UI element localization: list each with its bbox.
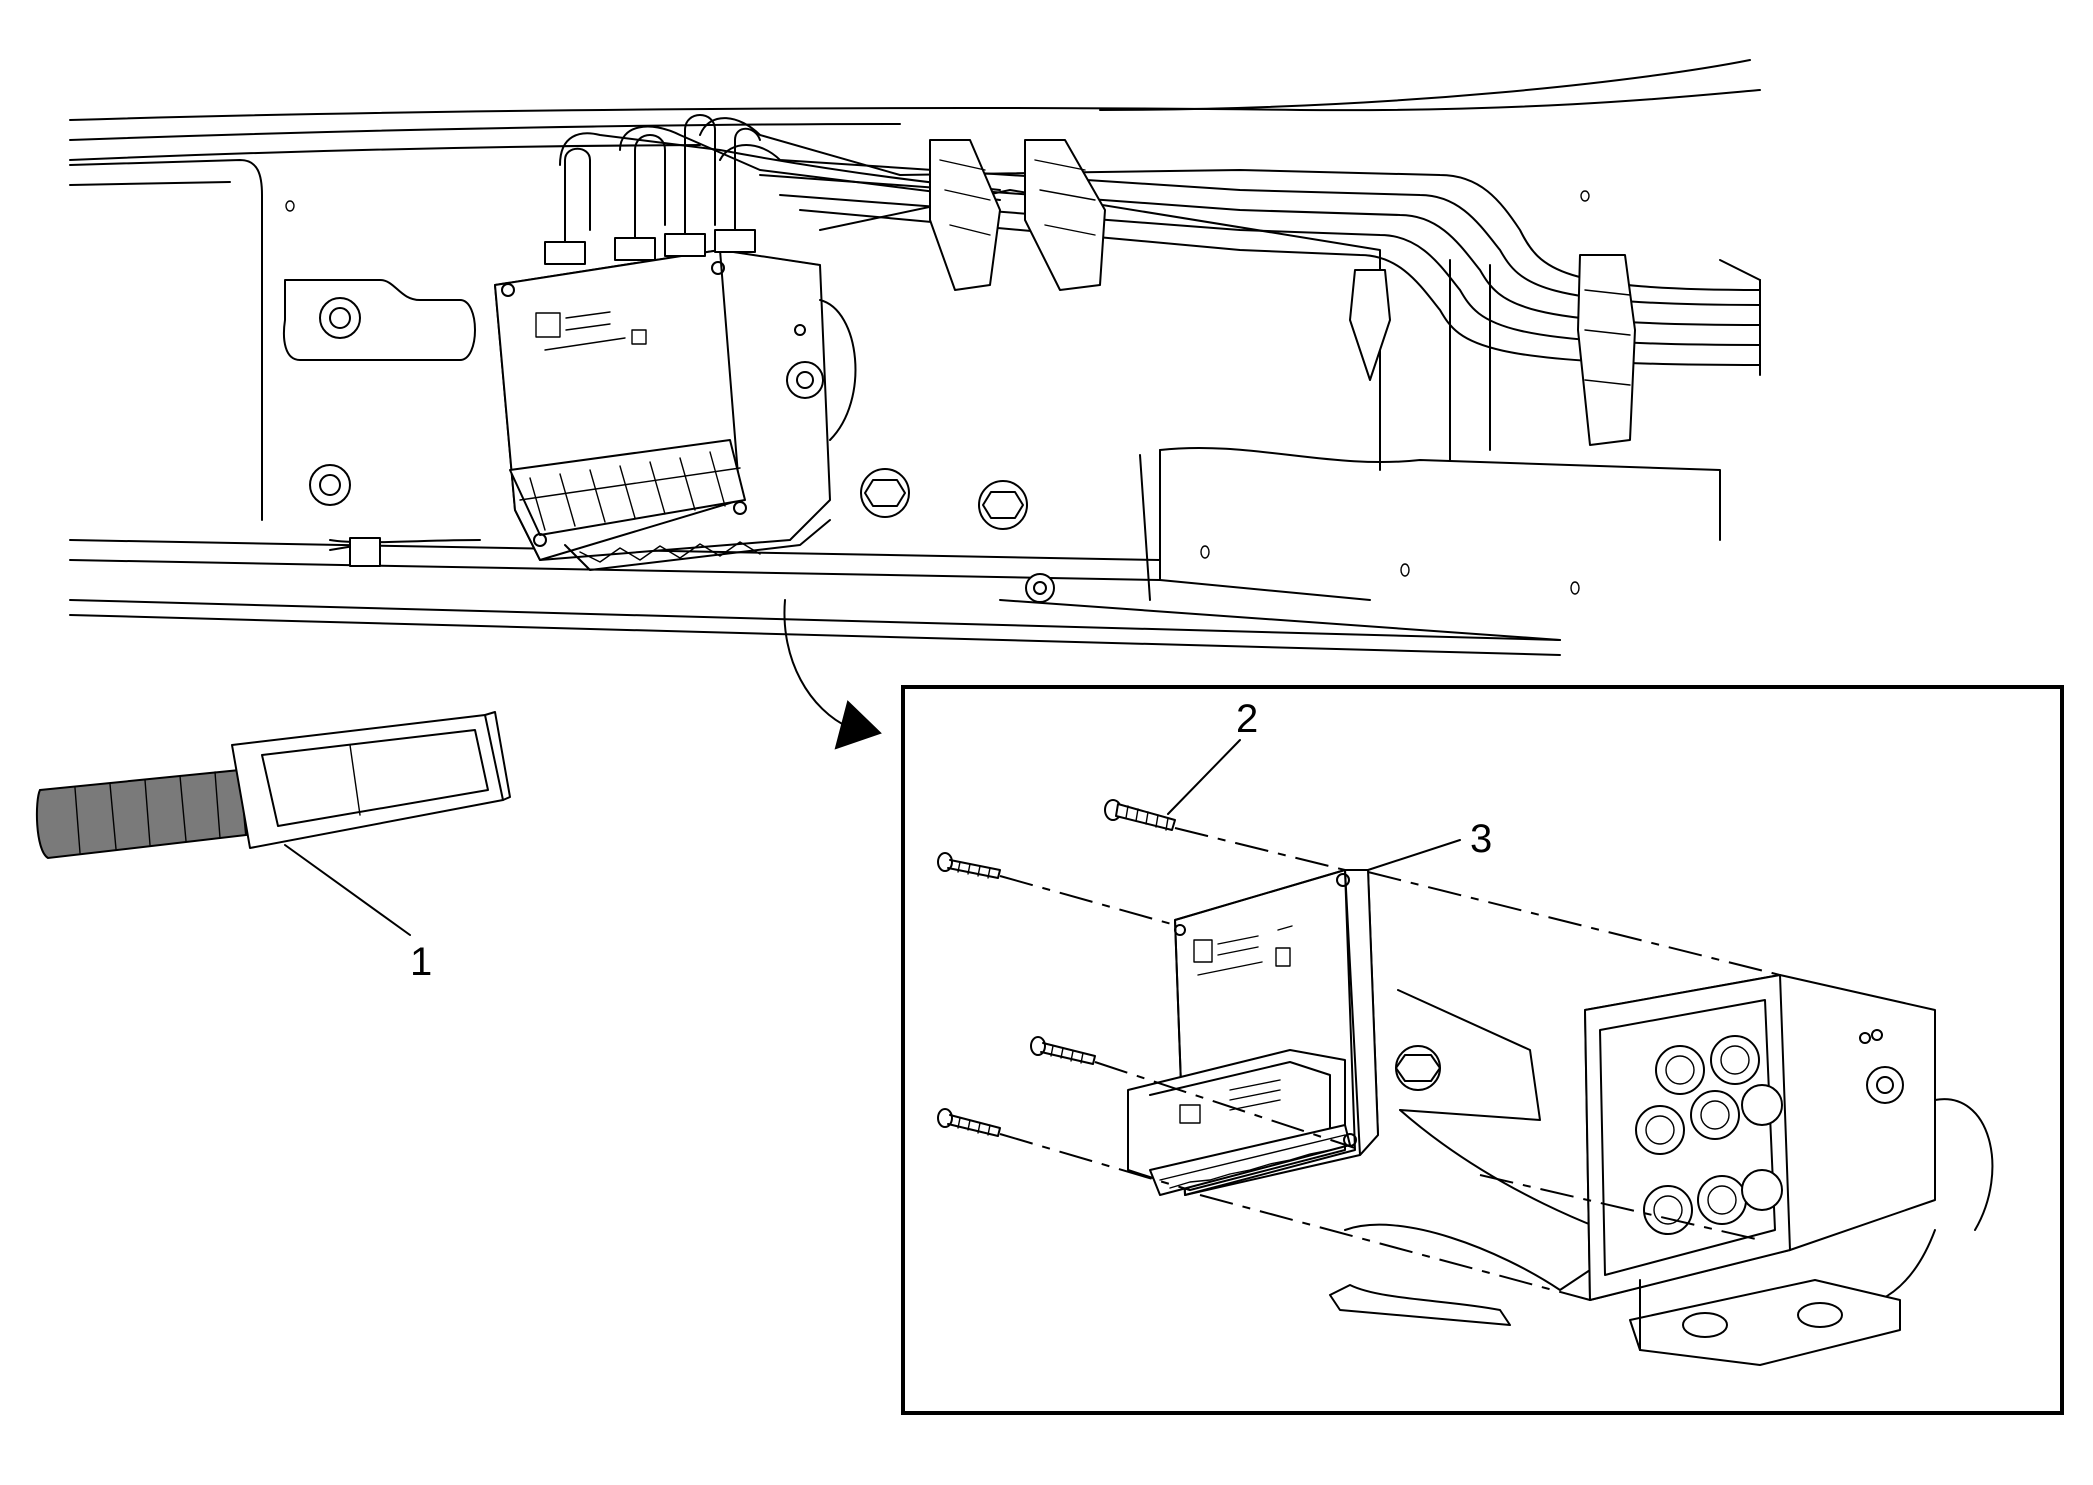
mounting-tool (35, 711, 511, 860)
screw-lower-right (1030, 1036, 1096, 1065)
alignment-line (1479, 1174, 1761, 1241)
rail-bolt (860, 468, 910, 518)
screw-lower-left (937, 1108, 1001, 1137)
rail-bolt (978, 480, 1028, 530)
detail-inset: 2 3 (901, 685, 2064, 1415)
callout-1: 1 (284, 844, 432, 984)
screw-upper-right (1104, 799, 1176, 831)
line-clip (1024, 139, 1106, 291)
line-clip (929, 139, 1001, 291)
callout-3-label: 3 (1470, 817, 1492, 861)
alignment-line (1174, 827, 1346, 871)
callout-1-label: 1 (410, 940, 432, 984)
detail-arrow (783, 599, 882, 750)
screw-upper-left (937, 852, 1001, 879)
rail-bolt (1025, 573, 1055, 603)
alignment-line (1367, 871, 1781, 976)
ebcm-module (1127, 869, 1379, 1196)
alignment-line (999, 1133, 1191, 1191)
callout-3: 3 (1367, 817, 1492, 871)
callout-2-label: 2 (1236, 697, 1258, 741)
callout-2: 2 (1167, 697, 1258, 815)
alignment-line (1199, 1194, 1591, 1301)
alignment-line (999, 875, 1176, 926)
alignment-line (1094, 1061, 1356, 1149)
ebcm-module-installed (329, 114, 857, 571)
line-clip (1577, 254, 1636, 446)
frame-rail-overview (69, 59, 1761, 656)
